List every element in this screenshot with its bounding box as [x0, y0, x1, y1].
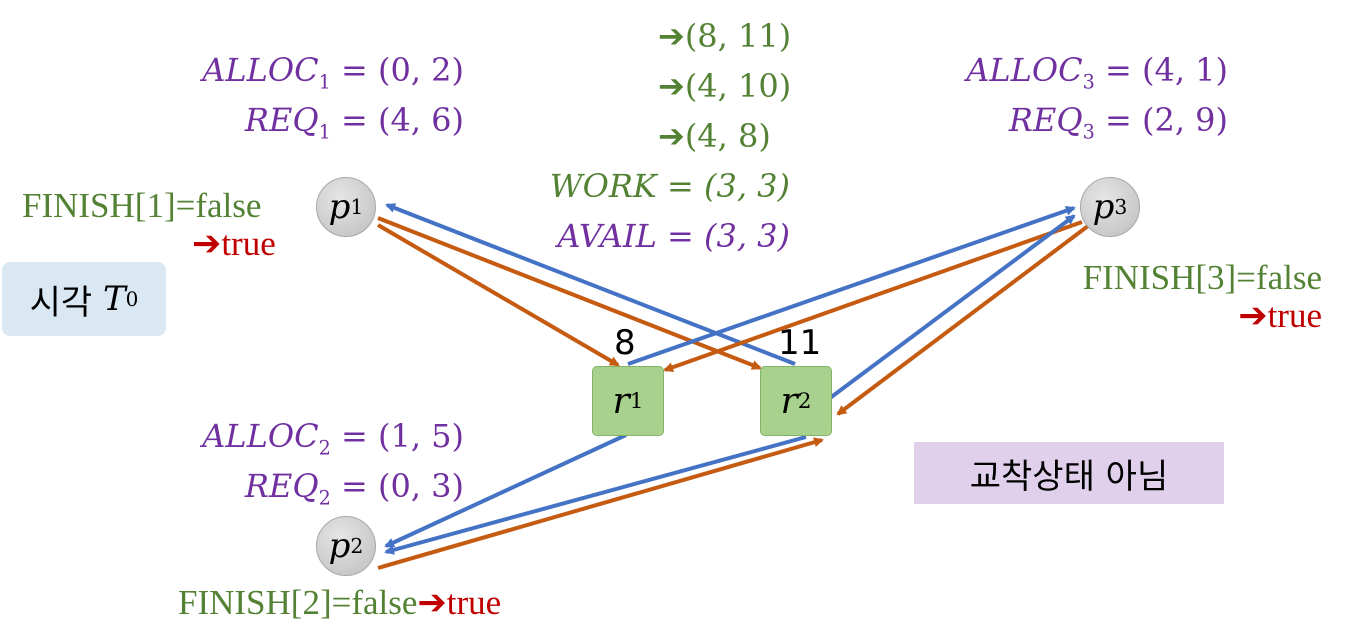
r2-label: r [780, 380, 798, 422]
p3-finish-next-value: true [1267, 296, 1322, 335]
p2-label-sub: 2 [350, 534, 364, 558]
p2-alloc-sub: 2 [318, 436, 331, 460]
edge-r1-p2 [384, 433, 627, 548]
p3-req-value: = (2, 9) [1104, 101, 1228, 139]
edge-p1-r1 [376, 223, 620, 367]
work-step-2: ➔(4, 10) [658, 70, 791, 102]
time-var: T [102, 279, 126, 319]
r1-label-sub: 1 [629, 388, 644, 414]
time-label-text: 시각 [29, 282, 93, 323]
p2-alloc-name: ALLOC [202, 417, 319, 455]
p2-req-value: = (0, 3) [340, 467, 464, 505]
p3-finish: FINISH[3]=false [1082, 258, 1322, 297]
p2-alloc: ALLOC2 = (1, 5) [202, 420, 464, 458]
r2-label-sub: 2 [797, 388, 812, 414]
p1-finish-next-value: true [221, 224, 276, 263]
p2-label: p [328, 526, 351, 566]
avail-value: AVAIL = (3, 3) [557, 217, 790, 255]
edge-p1-r2 [377, 216, 762, 370]
p3-alloc: ALLOC3 = (4, 1) [966, 54, 1228, 92]
p3-label-sub: 3 [1114, 195, 1128, 219]
work-step-1-value: (8, 11) [684, 17, 792, 55]
edge-r1-p3 [627, 205, 1076, 366]
status-label: 교착상태 아님 [914, 442, 1224, 504]
edge-r2-p1 [385, 203, 796, 366]
edge-r2-p2 [384, 435, 807, 555]
p1-alloc-name: ALLOC [202, 51, 319, 89]
p1-alloc-value: = (0, 2) [340, 51, 464, 89]
p1-alloc-sub: 1 [318, 70, 331, 94]
p3-alloc-name: ALLOC [966, 51, 1083, 89]
r1-label: r [612, 380, 630, 422]
p2-finish-value: FINISH[2]=false [178, 583, 418, 622]
p2-finish: FINISH[2]=false➔true [178, 585, 501, 621]
p3-req-sub: 3 [1082, 120, 1095, 144]
work-step-2-value: (4, 10) [684, 67, 792, 105]
p3-finish-next: ➔true [1238, 298, 1322, 334]
p2-finish-next-value: true [446, 583, 502, 622]
work-step-1: ➔(8, 11) [658, 20, 791, 52]
p1-finish: FINISH[1]=false [22, 186, 262, 225]
p2-alloc-value: = (1, 5) [340, 417, 464, 455]
p3-alloc-value: = (4, 1) [1104, 51, 1228, 89]
p2-req: REQ2 = (0, 3) [245, 470, 464, 508]
arrow-icon: ➔ [658, 17, 685, 55]
p1-label-sub: 1 [350, 195, 364, 219]
p2-req-sub: 2 [318, 486, 331, 510]
p1-finish-next: ➔true [192, 226, 276, 262]
arrow-icon: ➔ [1238, 296, 1268, 336]
p1-req-sub: 1 [318, 120, 331, 144]
p3-label: p [1092, 187, 1115, 227]
edge-p3-r1 [663, 220, 1083, 373]
edge-p3-r2 [836, 224, 1090, 416]
p2-req-name: REQ [244, 467, 319, 505]
p1-alloc: ALLOC1 = (0, 2) [202, 54, 464, 92]
edge-r2-p3 [828, 214, 1076, 400]
edge-p2-r2 [377, 437, 824, 570]
arrow-icon: ➔ [192, 224, 222, 264]
p3-req-name: REQ [1008, 101, 1083, 139]
work-step-3-value: (4, 8) [684, 117, 771, 155]
work-step-3: ➔(4, 8) [658, 120, 771, 152]
r1-count: 8 [614, 323, 636, 363]
work-value: WORK = (3, 3) [549, 167, 790, 205]
p1-label: p [328, 187, 351, 227]
arrow-icon: ➔ [417, 583, 447, 623]
p1-req: REQ1 = (4, 6) [245, 104, 464, 142]
arrow-icon: ➔ [658, 117, 685, 155]
p3-req: REQ3 = (2, 9) [1009, 104, 1228, 142]
arrow-icon: ➔ [658, 67, 685, 105]
p1-req-name: REQ [244, 101, 319, 139]
r2-count: 11 [778, 323, 822, 363]
time-sub: 0 [125, 287, 139, 311]
p1-req-value: = (4, 6) [340, 101, 464, 139]
p3-alloc-sub: 3 [1082, 70, 1095, 94]
